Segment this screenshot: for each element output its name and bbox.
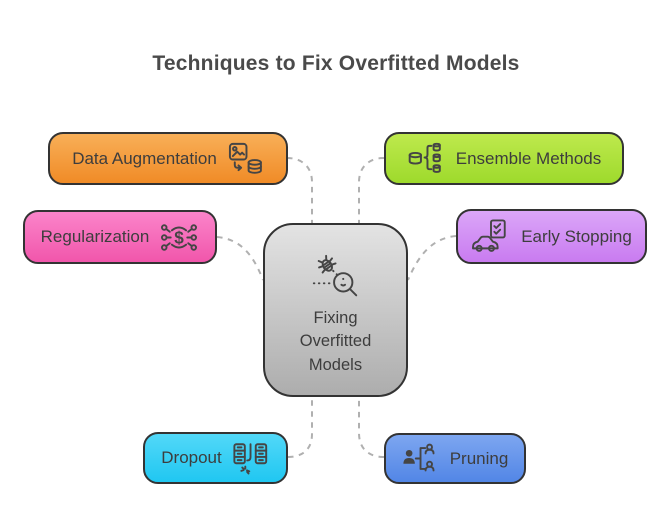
database-branch-icon [407, 141, 446, 176]
node-dropout: Dropout [143, 432, 288, 484]
center-node-fixing-overfitted-models: Fixing Overfitted Models [263, 223, 408, 397]
node-regularization: Regularization $ [23, 210, 217, 264]
center-node-label: Fixing Overfitted Models [300, 307, 372, 377]
connector-ensemble-methods [358, 157, 385, 223]
node-ensemble-methods: Ensemble Methods [384, 132, 624, 185]
svg-text:$: $ [175, 227, 185, 247]
node-early-stopping: Early Stopping [456, 209, 647, 264]
center-label-line: Fixing [313, 308, 358, 327]
page-title: Techniques to Fix Overfitted Models [152, 52, 520, 75]
car-checklist-icon [471, 218, 511, 255]
people-branch-icon [402, 441, 440, 476]
node-label: Regularization [40, 227, 150, 246]
connector-early-stopping [407, 235, 457, 281]
node-pruning: Pruning [384, 433, 526, 484]
center-label-line: Overfitted [299, 332, 372, 351]
connector-dropout [287, 397, 313, 458]
bug-magnifier-icon [307, 251, 365, 305]
node-label: Ensemble Methods [455, 148, 602, 168]
node-label: Pruning [449, 448, 509, 468]
node-label: Dropout [161, 448, 222, 467]
connector-data-augmentation [286, 157, 313, 223]
node-label: Early Stopping [521, 226, 632, 246]
center-label-line: Models [308, 355, 363, 374]
node-label: Data Augmentation [72, 148, 217, 168]
server-split-icon [232, 441, 270, 476]
connector-regularization [216, 236, 264, 281]
image-to-database-icon [227, 142, 264, 176]
node-data-augmentation: Data Augmentation [48, 132, 288, 185]
connector-pruning [358, 397, 385, 458]
network-dollar-icon: $ [159, 220, 199, 255]
